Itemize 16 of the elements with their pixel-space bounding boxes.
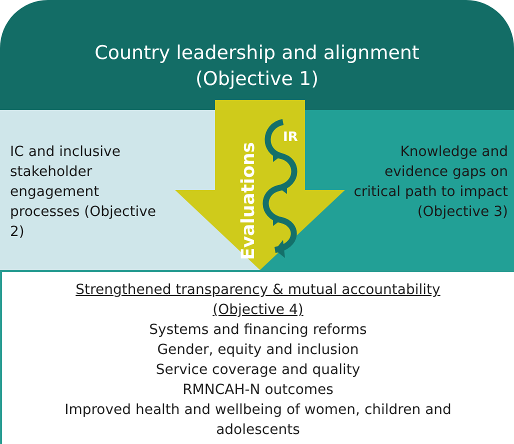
outcome-heading: Strengthened transparency & mutual accountability (Objective 4): [74, 281, 442, 320]
objective-panel: [345, 110, 514, 270]
panel-text: Knowledge and evidence gaps on critical path to impact (Objective 3): [352, 143, 508, 222]
edge-label: Evaluations: [238, 142, 259, 260]
outcome-item: Gender, equity and inclusion: [156, 341, 360, 360]
outcome-item: Systems and financing reforms: [148, 321, 368, 340]
cycle-label: IR: [283, 130, 298, 145]
banner-title: Country leadership and alignment (Objective 1): [94, 41, 420, 92]
outcome-item: Improved health and wellbeing of women, children and adolescents: [64, 401, 452, 440]
outcome-item: RMNCAH-N outcomes: [182, 381, 334, 400]
outcome-item: Service coverage and quality: [154, 361, 362, 380]
outcomes-box: [0, 270, 514, 444]
objective-banner: [0, 0, 514, 112]
block-arrow: [175, 100, 345, 270]
panel-text: IC and inclusive stakeholder engagement processes (Objective 2): [10, 143, 158, 242]
objective-panel: [0, 110, 175, 270]
